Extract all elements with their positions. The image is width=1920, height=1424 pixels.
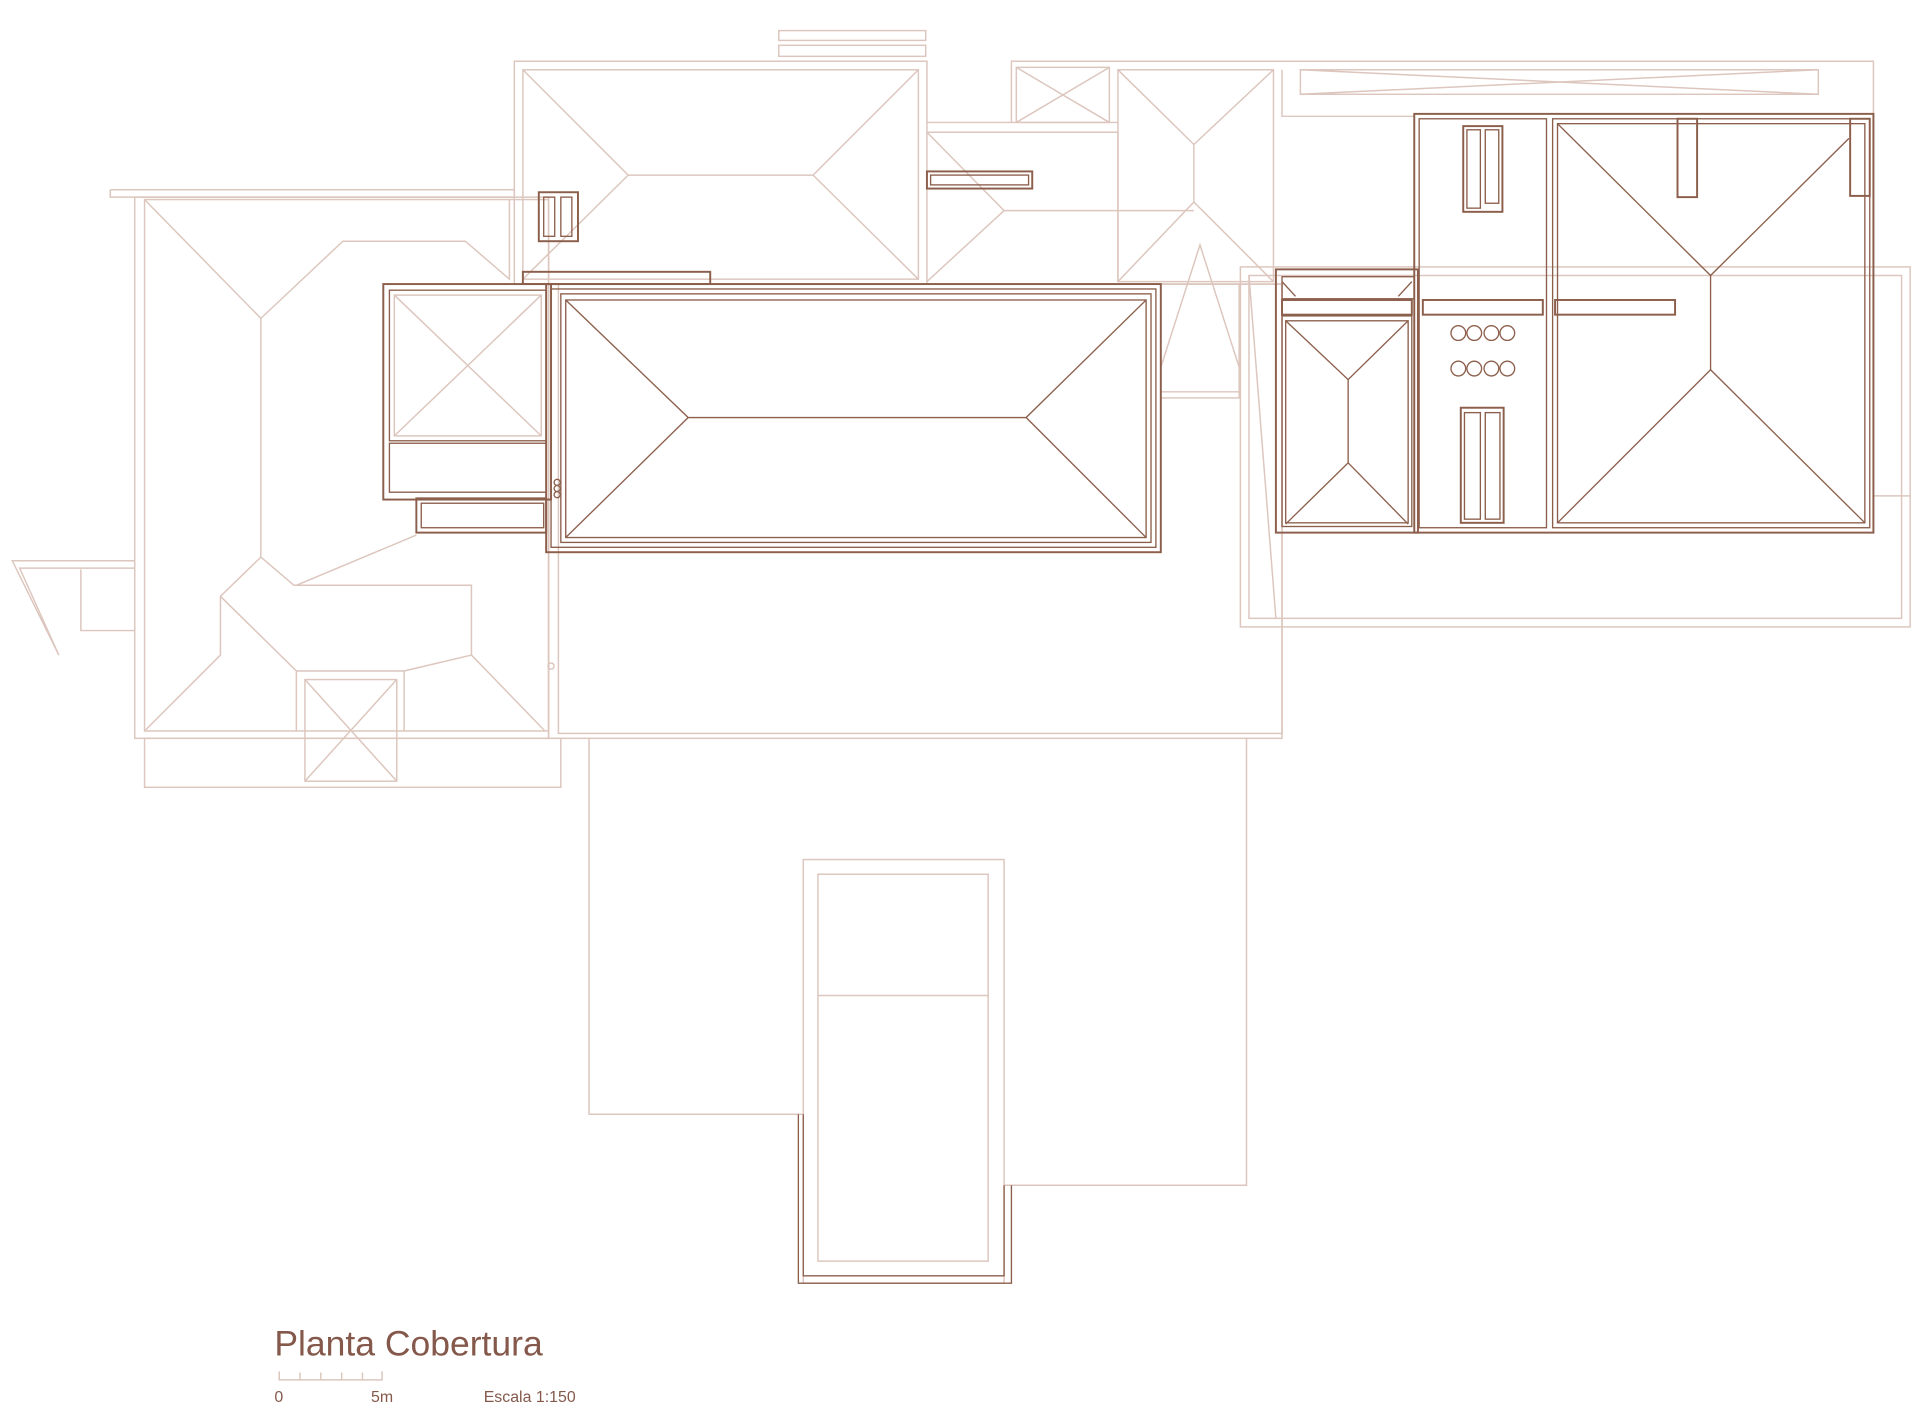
scale-bar [278,1371,383,1381]
ac-units [1450,325,1516,377]
left-annex-roof [382,170,1034,534]
right-block-roof [1274,112,1875,534]
pool-edge-hatching [797,1114,1013,1284]
scale-text: Escala 1:150 [484,1389,576,1406]
scale-start-label: 0 [274,1389,283,1406]
drawing-title: Planta Cobertura [274,1323,543,1363]
main-roof [545,283,1162,554]
scale-end-label: 5m [371,1389,393,1406]
context-outlines [11,29,1911,1284]
